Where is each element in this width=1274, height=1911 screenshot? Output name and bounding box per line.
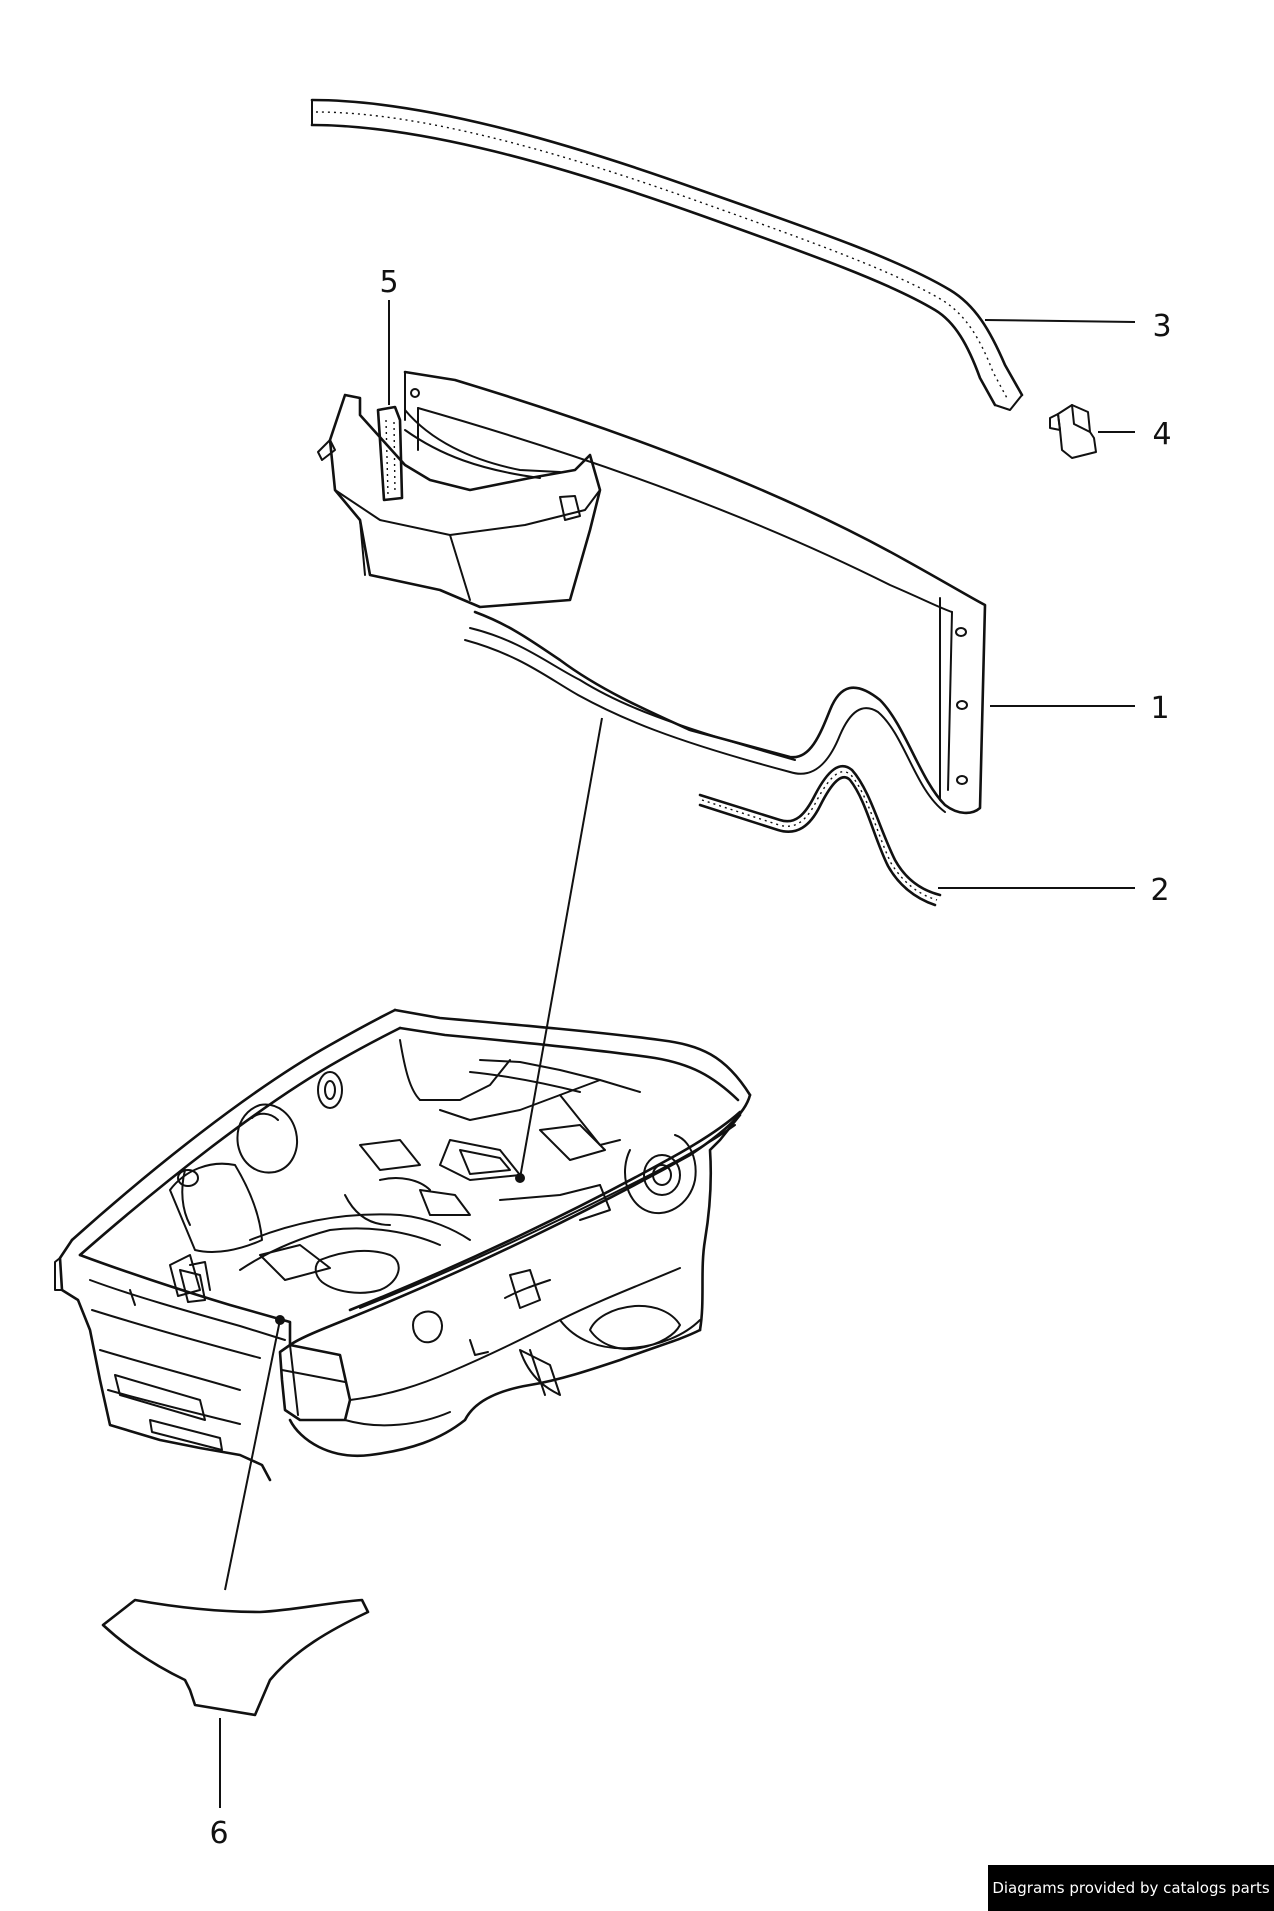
callout-4: 4: [1152, 417, 1171, 452]
body-shell: [54, 1008, 752, 1482]
callout-1: 1: [1150, 691, 1169, 726]
credit-banner: Diagrams provided by catalogs parts: [988, 1865, 1274, 1911]
callout-numbers: 1 2 3 4 5 6: [209, 265, 1171, 1851]
callout-6: 6: [209, 1816, 228, 1851]
part-5-bracket: [376, 405, 404, 502]
part-2-seal-bead: [698, 764, 942, 907]
part-4-clip: [1049, 404, 1097, 459]
part-3-seal-strip: [310, 98, 1024, 411]
leader-lines: [219, 300, 1136, 1808]
credit-text: Diagrams provided by catalogs parts: [992, 1879, 1270, 1897]
part-6-pad: [101, 1598, 370, 1717]
callout-3: 3: [1152, 309, 1171, 344]
callout-2: 2: [1150, 873, 1169, 908]
part-1-panel: [317, 370, 987, 815]
callout-5: 5: [379, 265, 398, 300]
